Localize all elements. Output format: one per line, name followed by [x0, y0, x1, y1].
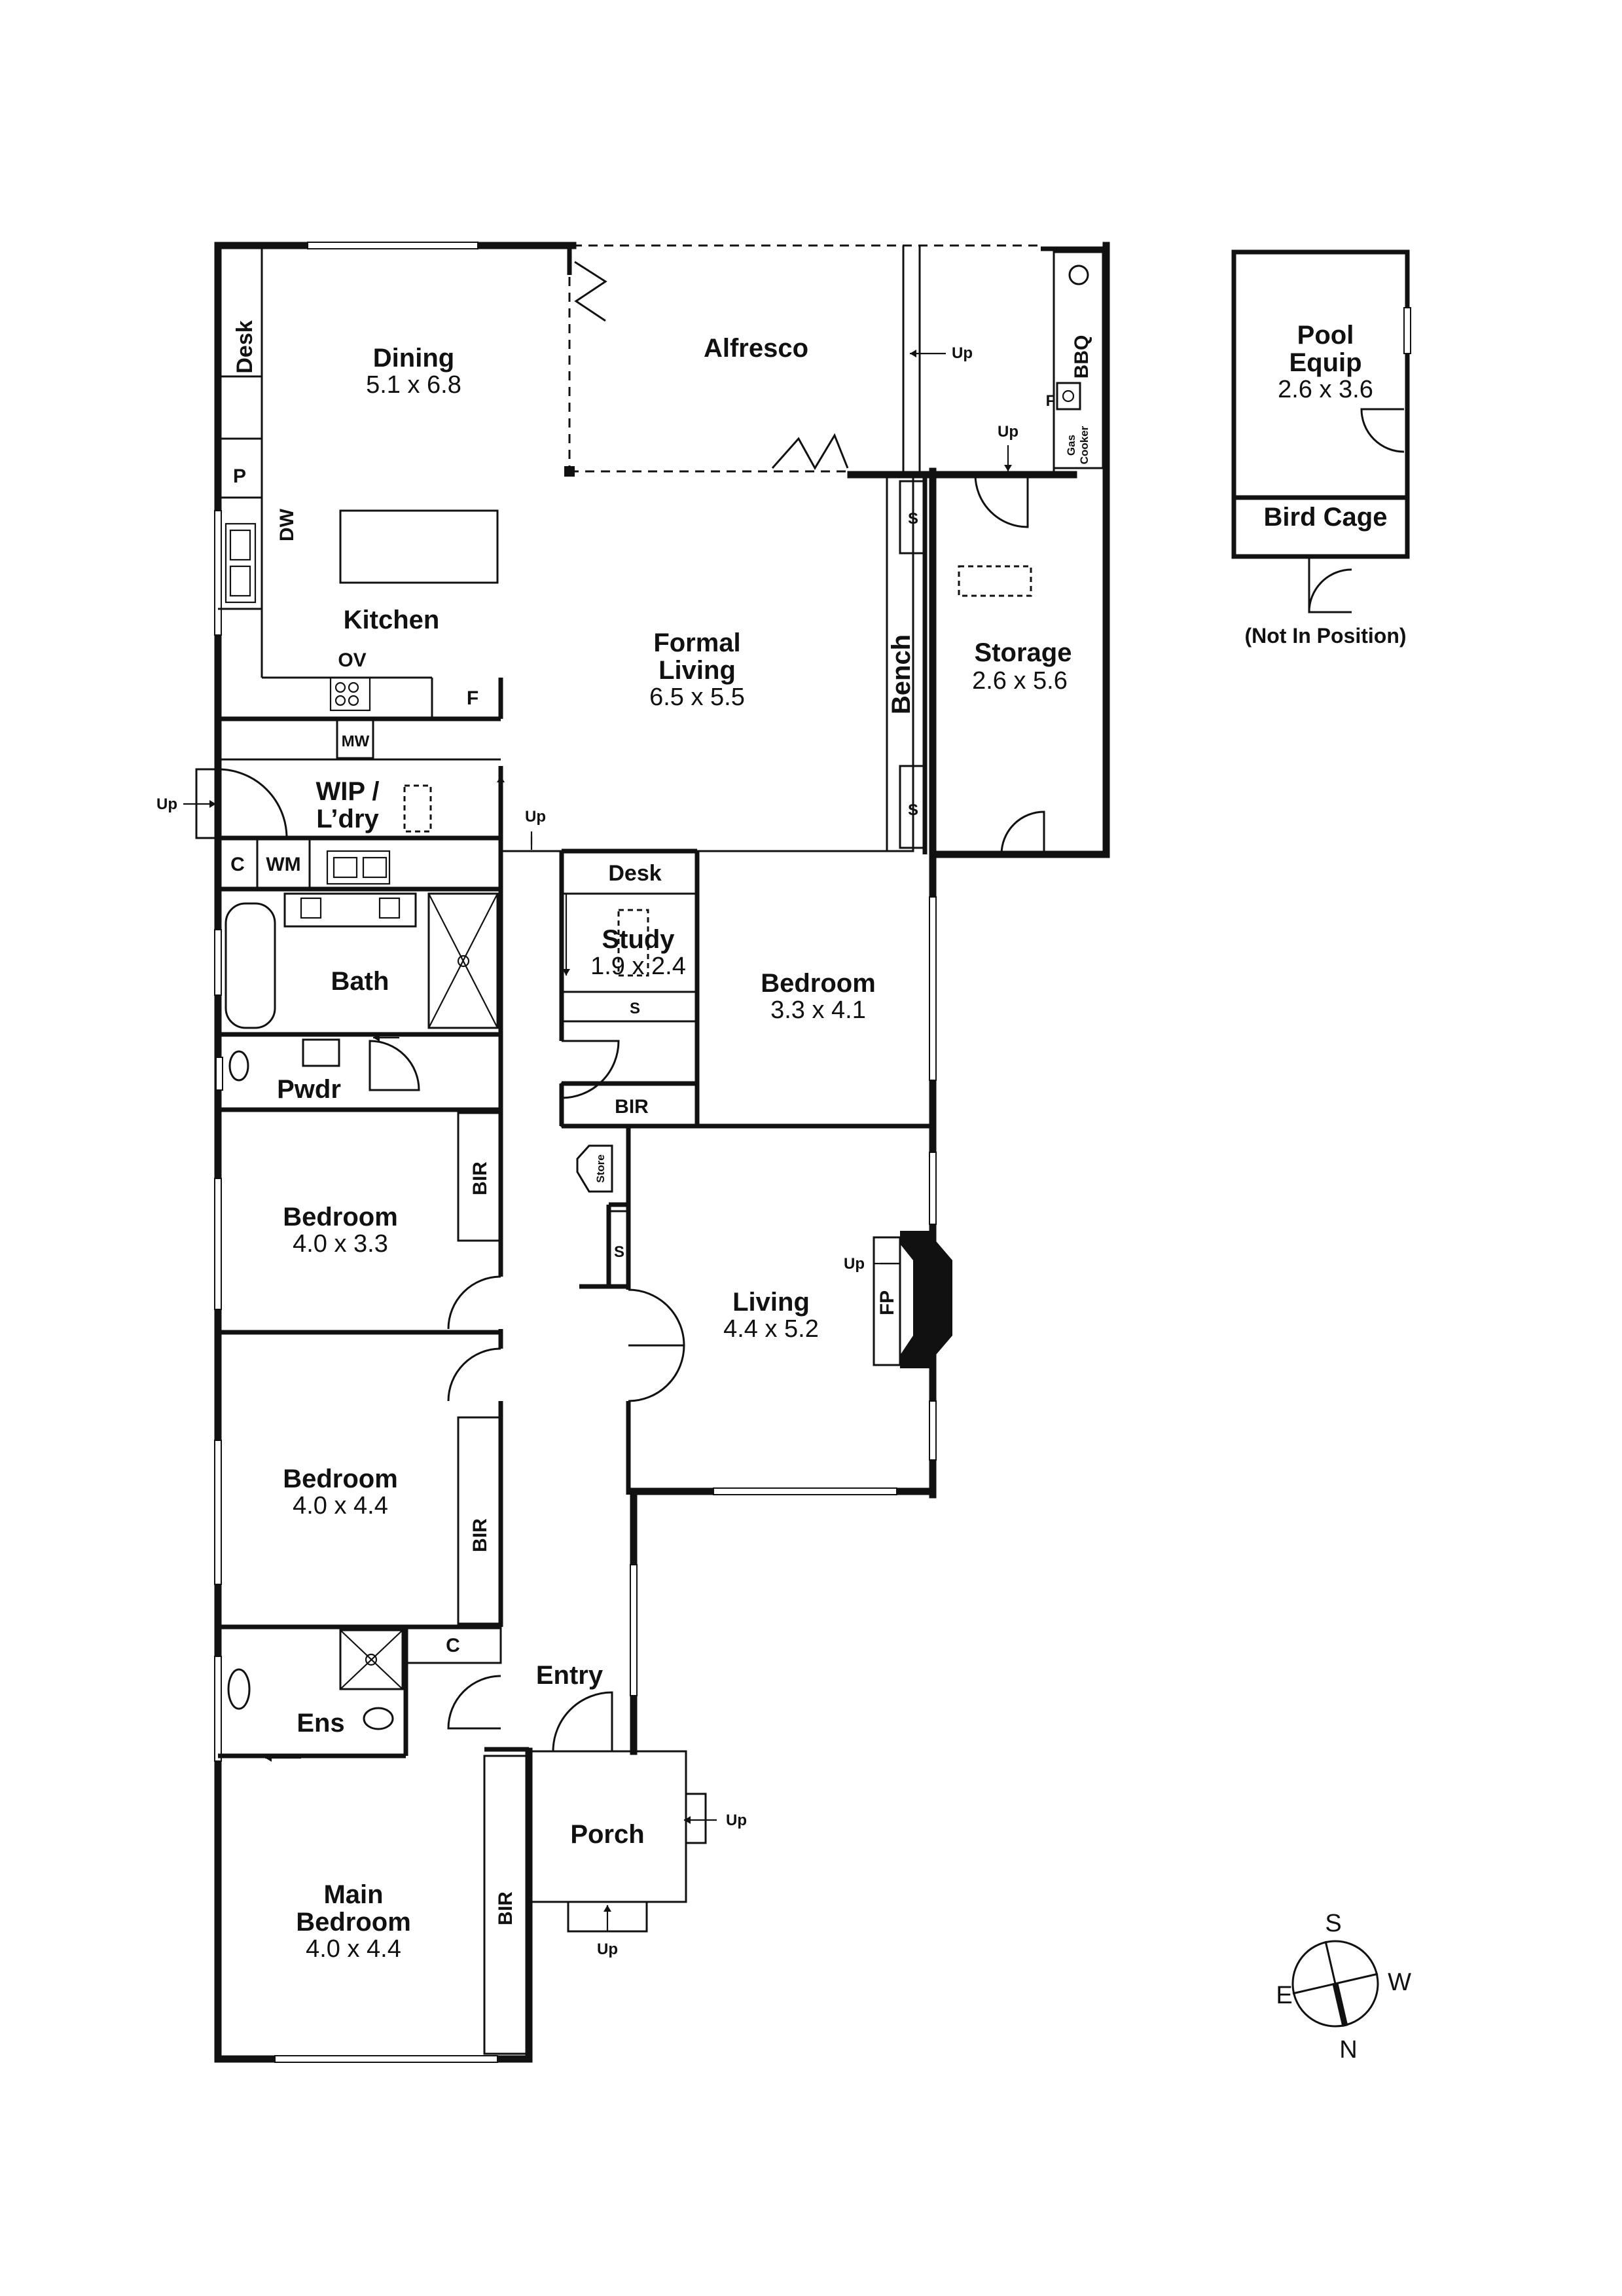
bedroom-1-dims: 4.0 x 3.3: [293, 1230, 388, 1258]
dw-label: DW: [276, 508, 298, 541]
wm-label: WM: [266, 854, 300, 875]
study-label: Study: [602, 925, 675, 954]
mw-label: MW: [342, 733, 370, 750]
dining-dims: 5.1 x 6.8: [366, 371, 461, 399]
compass-s: S: [1325, 1910, 1341, 1937]
bedroom-east-dims: 3.3 x 4.1: [770, 996, 866, 1024]
entry-label: Entry: [536, 1661, 604, 1690]
pool-equip-dims: 2.6 x 3.6: [1278, 376, 1373, 403]
storage-dims: 2.6 x 5.6: [972, 667, 1068, 695]
bir-hall-label: BIR: [615, 1096, 649, 1118]
c-ens-label: C: [446, 1635, 460, 1656]
kitchen-label: Kitchen: [344, 606, 440, 634]
bedroom-2-dims: 4.0 x 4.4: [293, 1492, 388, 1520]
wip-label-1: WIP /: [315, 777, 379, 806]
up-laundry: Up: [156, 795, 177, 813]
alfresco-label: Alfresco: [704, 334, 808, 363]
compass-w: W: [1388, 1969, 1411, 1996]
desk-dining-label: Desk: [232, 320, 257, 373]
pool-equip-label-1: Pool: [1297, 321, 1354, 350]
compass-n: N: [1339, 2036, 1357, 2064]
bench-label: Bench: [887, 634, 916, 714]
store-label: Store: [594, 1154, 607, 1182]
ov-label: OV: [338, 649, 366, 671]
room-labels: Dining 5.1 x 6.8 Alfresco Kitchen Formal…: [277, 321, 1406, 1963]
up-alfresco: Up: [952, 344, 973, 362]
s-bench-top-label: S: [908, 510, 918, 528]
not-in-position-note: (Not In Position): [1244, 624, 1406, 647]
exterior-walls: [214, 242, 1110, 2063]
up-study: Up: [525, 808, 546, 826]
gas-label: Gas: [1065, 435, 1077, 456]
bir-bed1-label: BIR: [469, 1161, 491, 1195]
up-porch-south: Up: [597, 1941, 618, 1958]
main-bedroom-label-2: Bedroom: [296, 1908, 411, 1937]
pwdr-label: Pwdr: [277, 1075, 341, 1104]
c-label-laundry: C: [230, 854, 245, 875]
pool-equip: [1231, 249, 1411, 613]
bedroom-east-label: Bedroom: [761, 969, 876, 998]
bedroom-2-label: Bedroom: [283, 1465, 398, 1493]
fixture-labels: Desk P DW OV F MW C WM Desk S BIR Store …: [230, 320, 1092, 1925]
bbq-fridge-label: F: [1046, 392, 1056, 410]
s-hall-label: S: [614, 1243, 624, 1261]
fixtures: [217, 251, 1104, 2055]
alfresco-outline: [564, 244, 1041, 477]
bath-label: Bath: [331, 967, 389, 996]
formal-living-label-2: Living: [658, 656, 736, 685]
doors: [195, 408, 1405, 1752]
s-bench-bottom-label: S: [908, 801, 918, 819]
pantry-label: P: [233, 465, 246, 487]
bedroom-1-label: Bedroom: [283, 1203, 398, 1231]
up-labels: Up Up Up Up Up Up Up: [156, 344, 1018, 1958]
fridge-label: F: [467, 687, 478, 709]
fp-label: FP: [876, 1290, 898, 1315]
living-dims: 4.4 x 5.2: [723, 1315, 819, 1343]
main-bedroom-label-1: Main: [323, 1880, 383, 1909]
study-dims: 1.9 x 2.4: [590, 953, 686, 980]
windows: [214, 242, 937, 2063]
compass-e: E: [1276, 1982, 1292, 2009]
desk-study-label: Desk: [608, 861, 661, 886]
storage-label: Storage: [975, 638, 1072, 667]
bir-bed2-label: BIR: [469, 1518, 491, 1552]
bird-cage-label: Bird Cage: [1264, 503, 1388, 532]
compass: [1291, 1940, 1379, 2028]
up-arrows: [183, 350, 1012, 1931]
pool-equip-label-2: Equip: [1289, 348, 1361, 377]
ens-label: Ens: [297, 1709, 344, 1738]
bbq-label: BBQ: [1071, 335, 1092, 379]
s-study-label: S: [630, 1000, 640, 1017]
living-label: Living: [732, 1288, 810, 1317]
compass-labels: S W E N: [1276, 1910, 1411, 2064]
wip-label-2: L’dry: [316, 805, 379, 833]
porch-label: Porch: [570, 1820, 644, 1849]
up-porch-east: Up: [726, 1812, 747, 1829]
up-living: Up: [844, 1255, 865, 1273]
main-bedroom-dims: 4.0 x 4.4: [306, 1935, 401, 1963]
up-bbq: Up: [998, 423, 1018, 441]
bir-main-label: BIR: [495, 1891, 516, 1925]
cooker-label: Cooker: [1078, 426, 1090, 464]
dining-label: Dining: [373, 344, 454, 373]
formal-living-dims: 6.5 x 5.5: [649, 683, 745, 711]
formal-living-label-1: Formal: [653, 629, 740, 657]
